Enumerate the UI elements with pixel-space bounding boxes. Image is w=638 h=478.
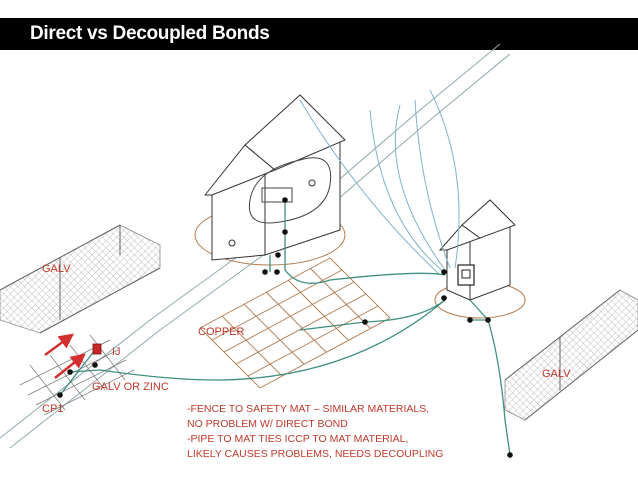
label-galv-left: GALV	[42, 263, 71, 275]
bond-points	[57, 197, 513, 458]
label-cp1: CP1	[42, 403, 63, 415]
slide-title: Direct vs Decoupled Bonds	[30, 23, 270, 44]
iccp-cables	[299, 89, 460, 276]
fence-right	[504, 289, 638, 421]
insulating-joint	[92, 343, 102, 355]
label-ij: IJ	[112, 346, 121, 358]
annotation-note: -FENCE TO SAFETY MAT – SIMILAR MATERIALS…	[187, 402, 443, 462]
large-house	[194, 94, 346, 266]
note-line: NO PROBLEM W/ DIRECT BOND	[187, 418, 348, 430]
fence-left	[0, 224, 161, 334]
note-line: -PIPE TO MAT TIES ICCP TO MAT MATERIAL,	[187, 433, 409, 445]
copper-mat	[199, 257, 391, 389]
label-galv-right: GALV	[542, 368, 571, 380]
bond-wires	[59, 200, 511, 456]
label-galv-or-zinc: GALV OR ZINC	[92, 381, 169, 393]
current-arrows	[44, 333, 86, 379]
note-line: -FENCE TO SAFETY MAT – SIMILAR MATERIALS…	[187, 403, 430, 415]
label-copper: COPPER	[198, 326, 245, 338]
small-house	[434, 199, 526, 319]
title-bar: Direct vs Decoupled Bonds	[0, 18, 638, 50]
note-line: LIKELY CAUSES PROBLEMS, NEEDS DECOUPLING	[187, 448, 444, 460]
